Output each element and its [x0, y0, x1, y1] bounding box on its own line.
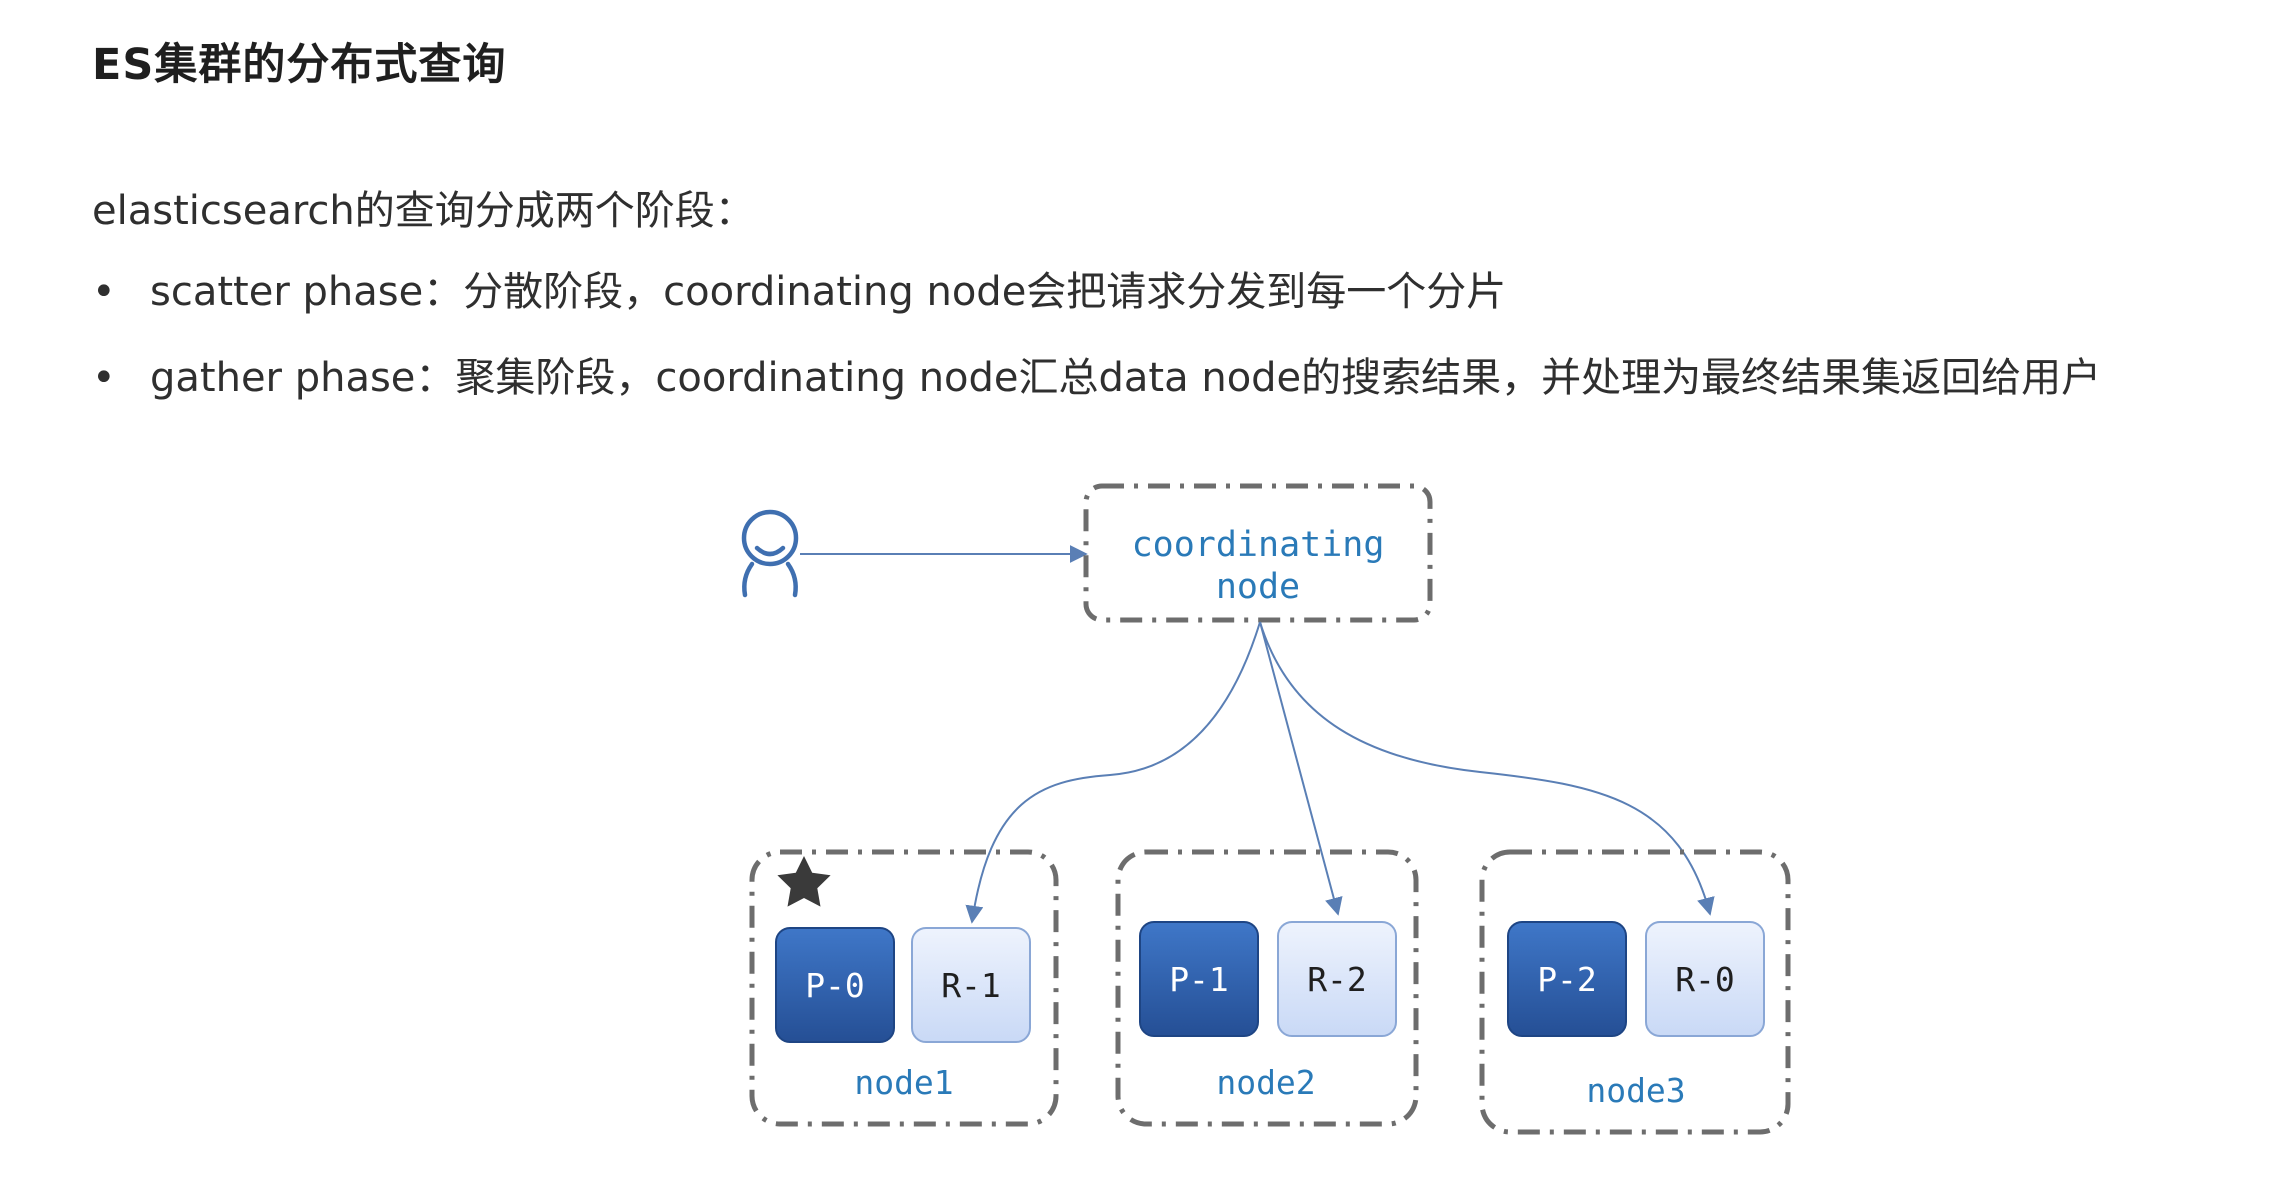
- data-node-3: P-2 R-0 node3: [1479, 849, 1791, 1135]
- replica-shard-label: R-0: [1675, 960, 1735, 999]
- scatter-arrow-node2: [1259, 621, 1343, 916]
- star-icon: [777, 856, 831, 907]
- coordinating-node-label-line2: node: [1216, 567, 1300, 607]
- primary-shard-p1: [1139, 921, 1259, 1037]
- list-item-scatter: • scatter phase：分散阶段，coordinating node会把…: [92, 262, 2101, 348]
- coordinating-node-label-line1: coordinating: [1132, 525, 1385, 565]
- replica-shard-r1: [911, 927, 1031, 1043]
- node-label: node3: [1586, 1071, 1685, 1110]
- intro-text: elasticsearch的查询分成两个阶段：: [92, 188, 755, 234]
- coordinating-node-box: [1083, 483, 1433, 623]
- replica-shard-r0: [1645, 921, 1765, 1037]
- primary-shard-p0: [775, 927, 895, 1043]
- scatter-arrow-node1: [965, 621, 1261, 924]
- bullet-icon: •: [92, 355, 116, 401]
- page-title: ES集群的分布式查询: [92, 40, 507, 90]
- primary-shard-label: P-2: [1537, 960, 1597, 999]
- node-label: node1: [854, 1063, 953, 1102]
- list-item-gather: • gather phase：聚集阶段，coordinating node汇总d…: [92, 348, 2101, 434]
- user-icon: [741, 509, 799, 598]
- node-label: node2: [1216, 1063, 1315, 1102]
- phase-list: • scatter phase：分散阶段，coordinating node会把…: [92, 262, 2101, 434]
- replica-shard-label: R-1: [941, 966, 1001, 1005]
- primary-shard-label: P-1: [1169, 960, 1229, 999]
- replica-shard-r2: [1277, 921, 1397, 1037]
- scatter-arrow-node3: [1259, 621, 1715, 916]
- bullet-icon: •: [92, 269, 116, 315]
- data-node-2: P-1 R-2 node2: [1115, 849, 1419, 1127]
- bullet-text: gather phase：聚集阶段，coordinating node汇总dat…: [150, 355, 2102, 401]
- primary-shard-label: P-0: [805, 966, 865, 1005]
- bullet-text: scatter phase：分散阶段，coordinating node会把请求…: [150, 269, 1507, 315]
- data-node-1: P-0 R-1 node1: [749, 849, 1059, 1127]
- replica-shard-label: R-2: [1307, 960, 1367, 999]
- primary-shard-p2: [1507, 921, 1627, 1037]
